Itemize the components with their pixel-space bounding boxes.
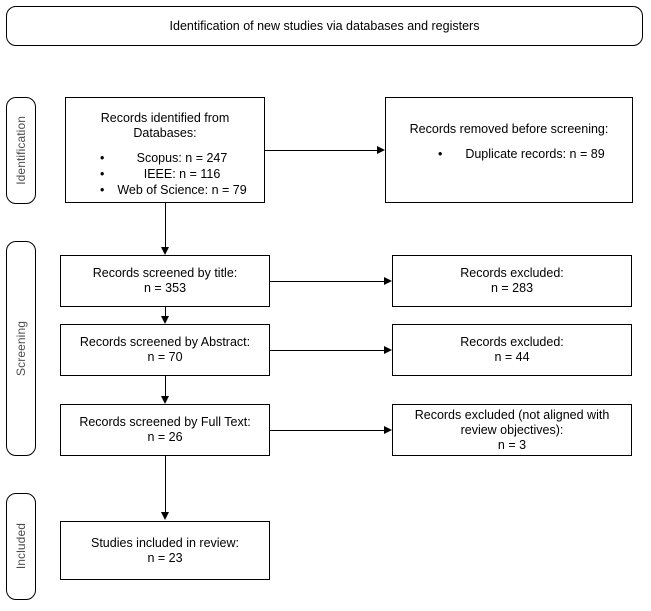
connector-identified-to-removed: [265, 150, 377, 151]
phase-label-included: Included: [14, 523, 28, 570]
node-records-identified: Records identified from Databases: • Sco…: [65, 97, 265, 203]
diagram-header-band: Identification of new studies via databa…: [6, 6, 643, 46]
arrowhead-screened-abstract-to-fulltext: [160, 396, 169, 404]
node-screened-abstract-text: Records screened by Abstract: n = 70: [79, 335, 251, 364]
node-excluded-title: Records excluded: n = 283: [392, 255, 632, 307]
node-records-removed: Records removed before screening: • Dupl…: [385, 97, 633, 203]
phase-label-identification: Identification: [14, 116, 28, 185]
node-screened-title: Records screened by title: n = 353: [60, 255, 270, 307]
node-excluded-fulltext: Records excluded (not aligned with revie…: [392, 404, 632, 456]
list-item-label: Scopus: n = 247: [136, 151, 228, 165]
phase-pill-screening: Screening: [6, 241, 36, 456]
connector-screened-fulltext-to-excluded: [270, 430, 384, 431]
arrowhead-identified-to-screened-title: [160, 247, 169, 255]
connector-screened-abstract-to-fulltext: [165, 376, 166, 396]
records-identified-bullet-list: • Scopus: n = 247 • IEEE: n = 116 • Web …: [66, 150, 264, 198]
phase-pill-identification: Identification: [6, 97, 36, 204]
list-item-label: Duplicate records: n = 89: [465, 147, 605, 161]
node-excluded-abstract: Records excluded: n = 44: [392, 324, 632, 376]
arrowhead-fulltext-to-included: [160, 512, 169, 520]
node-studies-included-text: Studies included in review: n = 23: [91, 535, 239, 565]
arrowhead-screened-abstract-to-excluded: [384, 345, 392, 354]
bullet-icon: •: [100, 167, 105, 181]
node-excluded-title-text: Records excluded: n = 283: [460, 266, 564, 295]
phase-pill-included: Included: [6, 493, 36, 600]
phase-label-screening: Screening: [14, 321, 28, 376]
node-records-identified-title: Records identified from Databases:: [100, 111, 230, 140]
list-item: • IEEE: n = 116: [66, 166, 264, 182]
list-item: • Web of Science: n = 79: [66, 182, 264, 198]
arrowhead-screened-fulltext-to-excluded: [384, 425, 392, 434]
node-excluded-abstract-text: Records excluded: n = 44: [460, 335, 564, 364]
connector-screened-title-to-excluded: [270, 281, 384, 282]
connector-screened-abstract-to-excluded: [270, 350, 384, 351]
node-screened-fulltext: Records screened by Full Text: n = 26: [60, 404, 270, 456]
list-item: • Duplicate records: n = 89: [386, 146, 632, 162]
node-studies-included: Studies included in review: n = 23: [60, 521, 270, 580]
connector-screened-title-to-abstract: [165, 307, 166, 316]
arrowhead-screened-title-to-excluded: [384, 276, 392, 285]
node-screened-abstract: Records screened by Abstract: n = 70: [60, 324, 270, 376]
node-excluded-fulltext-text: Records excluded (not aligned with revie…: [414, 407, 610, 452]
list-item-label: IEEE: n = 116: [143, 167, 221, 181]
connector-fulltext-to-included: [165, 456, 166, 512]
bullet-icon: •: [438, 147, 443, 161]
connector-identified-to-screened-title: [165, 203, 166, 247]
bullet-icon: •: [100, 151, 105, 165]
list-item: • Scopus: n = 247: [66, 150, 264, 166]
list-item-label: Web of Science: n = 79: [117, 183, 247, 197]
bullet-icon: •: [100, 183, 105, 197]
records-removed-bullet-list: • Duplicate records: n = 89: [386, 146, 632, 162]
node-screened-fulltext-text: Records screened by Full Text: n = 26: [79, 415, 251, 444]
arrowhead-screened-title-to-abstract: [160, 316, 169, 324]
node-records-removed-title: Records removed before screening:: [409, 122, 609, 136]
arrowhead-identified-to-removed: [377, 145, 385, 154]
node-screened-title-text: Records screened by title: n = 353: [92, 266, 238, 295]
diagram-header-label: Identification of new studies via databa…: [169, 18, 480, 33]
